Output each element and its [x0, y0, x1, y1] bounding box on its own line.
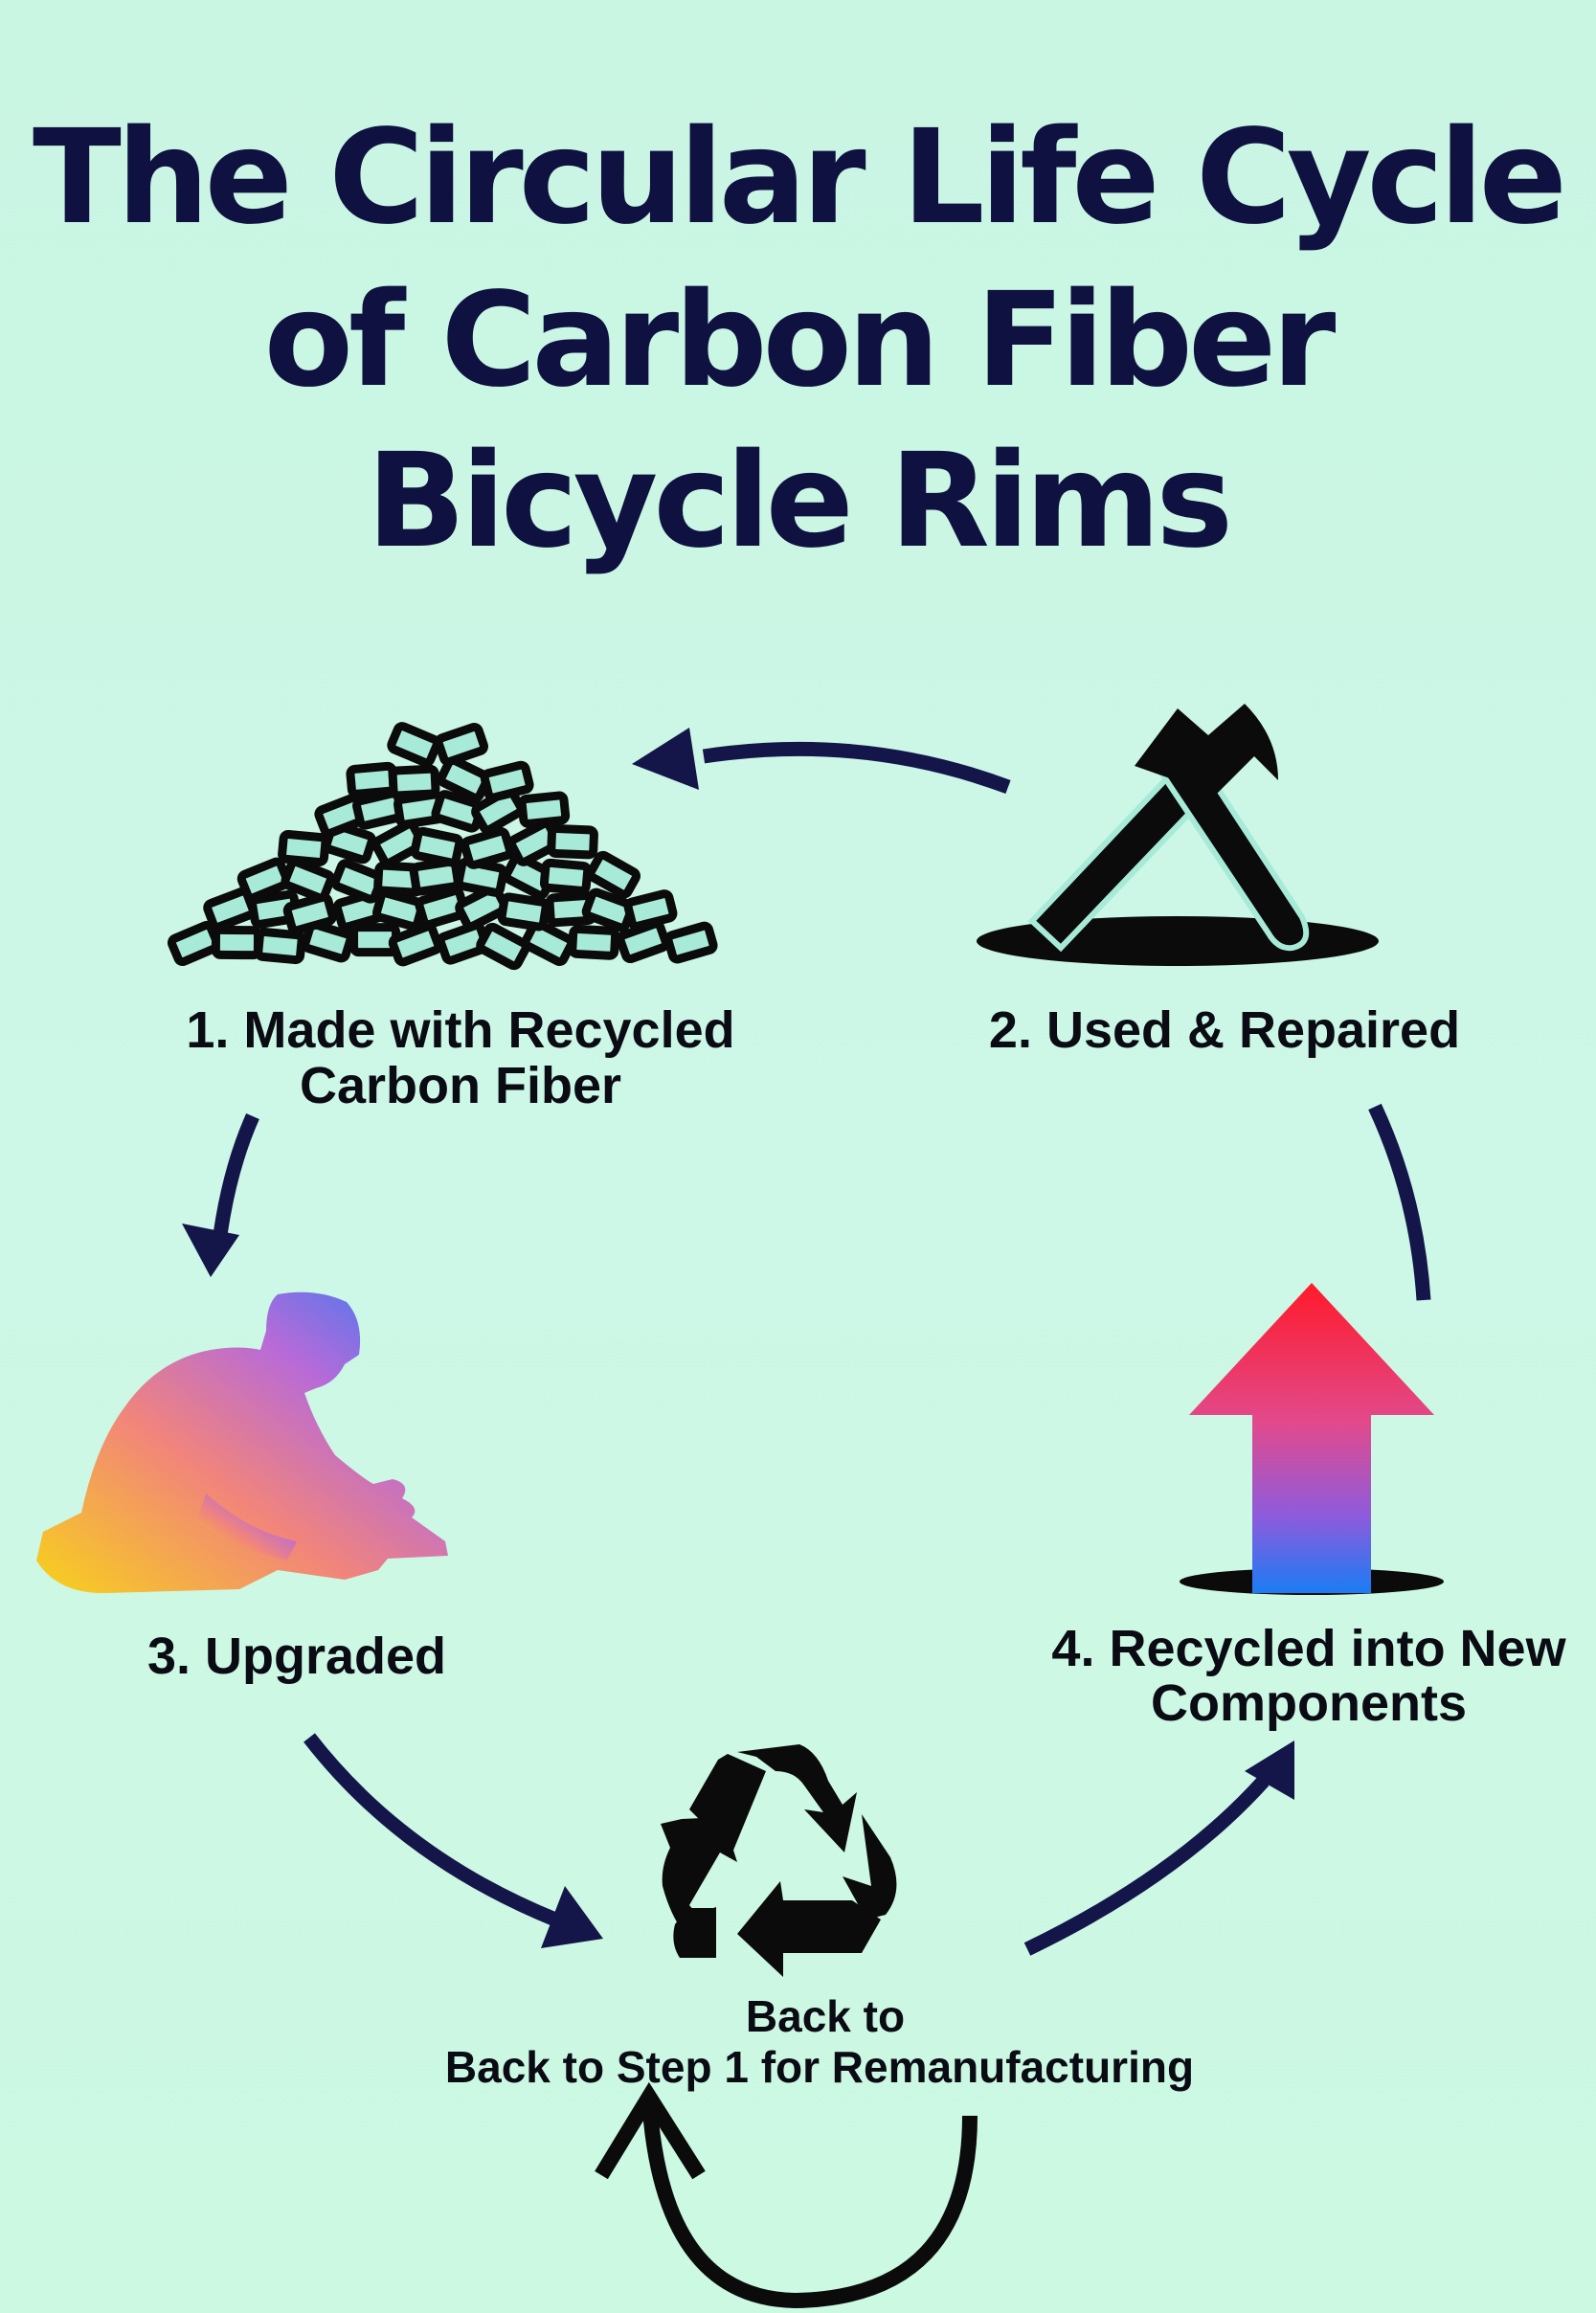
fiber-chunk: [547, 824, 598, 860]
title-line-2: of Carbon Fiber: [264, 265, 1337, 416]
fiber-chunk: [254, 927, 306, 965]
step-4-label-line-2: Components: [1151, 1674, 1467, 1732]
arrow-step3-to-recycle: [303, 1733, 603, 1948]
fiber-chunk: [211, 925, 262, 960]
fiber-chunk: [281, 857, 335, 903]
step-1-label-line-2: Carbon Fiber: [300, 1057, 621, 1114]
fiber-chunk: [476, 922, 530, 971]
arrow-recycle-to-step4: [1023, 1740, 1294, 1956]
fiber-chunk: [517, 791, 571, 828]
loop-arrow-icon: [595, 2081, 978, 2309]
up-arrow-icon: [1180, 1283, 1444, 1595]
fiber-chunk: [372, 888, 427, 931]
fiber-chunk: [623, 889, 678, 931]
title-line-3: Bicycle Rims: [367, 426, 1228, 577]
carbon-fiber-pile-icon: [167, 722, 718, 971]
fiber-chunk: [236, 857, 292, 903]
fiber-chunk: [387, 722, 441, 768]
fiber-chunk: [497, 892, 551, 932]
step-2-label: 2. Used & Repaired: [989, 1001, 1460, 1059]
fiber-chunk: [663, 921, 718, 964]
fiber-chunk: [301, 920, 355, 963]
fiber-chunk: [346, 761, 398, 798]
hammer-icon: [977, 704, 1379, 966]
recycle-icon: [661, 1744, 897, 1977]
fiber-chunk: [410, 826, 464, 867]
step-1-label-line-1: 1. Made with Recycled: [186, 1001, 734, 1059]
center-label-line-1: Back to: [746, 1991, 905, 2041]
fiber-chunk: [521, 919, 576, 966]
fiber-chunk: [539, 858, 593, 895]
step-3-label: 3. Upgraded: [147, 1628, 446, 1685]
fiber-chunk: [278, 829, 330, 867]
arrow-step2-to-step1: [632, 728, 1011, 795]
fiber-chunk: [586, 850, 641, 899]
title-line-1: The Circular Life Cycle: [33, 102, 1562, 254]
fiber-chunk: [282, 892, 337, 935]
center-label-line-2: Back to Step 1 for Remanufacturing: [445, 2042, 1194, 2092]
fiber-chunk: [460, 827, 515, 869]
fiber-chunk: [388, 922, 443, 967]
worker-icon: [36, 1291, 448, 1594]
fiber-chunk: [434, 722, 489, 767]
arrow-step1-to-step3: [182, 1112, 259, 1277]
fiber-chunk: [388, 764, 440, 800]
step-4-label-line-1: 4. Recycled into New: [1051, 1620, 1566, 1677]
fiber-chunk: [480, 760, 534, 802]
fiber-chunk: [568, 924, 620, 960]
arrow-step4-to-step2: [1368, 1103, 1431, 1301]
